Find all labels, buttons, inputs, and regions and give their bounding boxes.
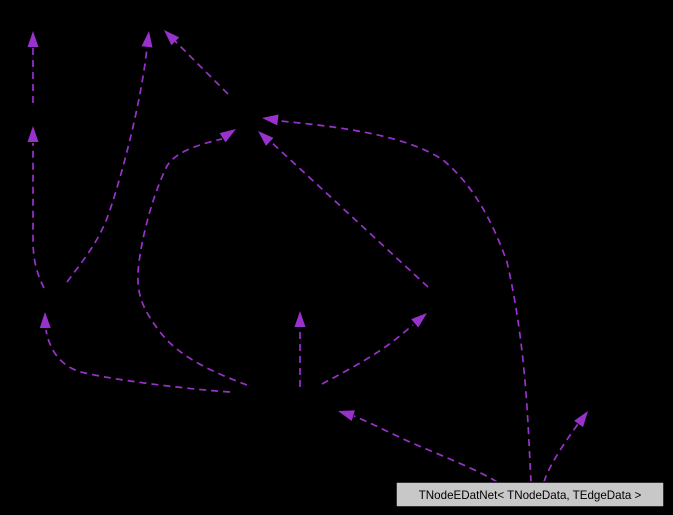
node-tnodeedatnet: TNodeEDatNet< TNodeData, TEdgeData > (395, 481, 665, 508)
edge-main-node-to-bottom-right (543, 423, 579, 483)
edge-left-lower-to-left-mid (32, 143, 45, 289)
edge-left-lower-to-top-center (66, 47, 148, 283)
edge-left-lower-to-top-center-arrowhead-icon (141, 31, 153, 48)
edge-left-mid-to-left-top-arrowhead-icon (27, 31, 39, 47)
edge-center-to-top-center (174, 40, 229, 95)
edge-main-node-to-center-arrowhead-icon (262, 114, 279, 126)
edge-main-node-to-bottom-right-arrowhead-icon (574, 411, 588, 428)
edge-bottom-center-to-center-arrowhead-icon (219, 129, 236, 143)
edges-layer (27, 30, 588, 483)
edge-mid-right-to-center-arrowhead-icon (258, 131, 274, 146)
edge-main-node-to-bottom-center (353, 415, 498, 483)
edge-bottom-center-to-mid-arrowhead-icon (294, 311, 306, 327)
edge-left-lower-to-left-mid-arrowhead-icon (27, 126, 39, 142)
edge-bottom-center-to-center (137, 138, 248, 386)
node-tnodeedatnet-label: TNodeEDatNet< TNodeData, TEdgeData > (419, 489, 642, 502)
edge-center-to-top-center-arrowhead-icon (164, 30, 180, 46)
edge-bottom-center-to-mid-right (321, 324, 414, 385)
edge-main-node-to-bottom-center-arrowhead-icon (338, 410, 355, 421)
edge-bottom-center-to-mid-right-arrowhead-icon (411, 313, 427, 328)
node-tnodeedatnet-box (395, 481, 665, 508)
edge-bottom-center-to-left-lower-arrowhead-icon (39, 312, 51, 329)
edge-bottom-center-to-left-lower (45, 329, 231, 393)
edge-main-node-to-center (279, 120, 532, 483)
